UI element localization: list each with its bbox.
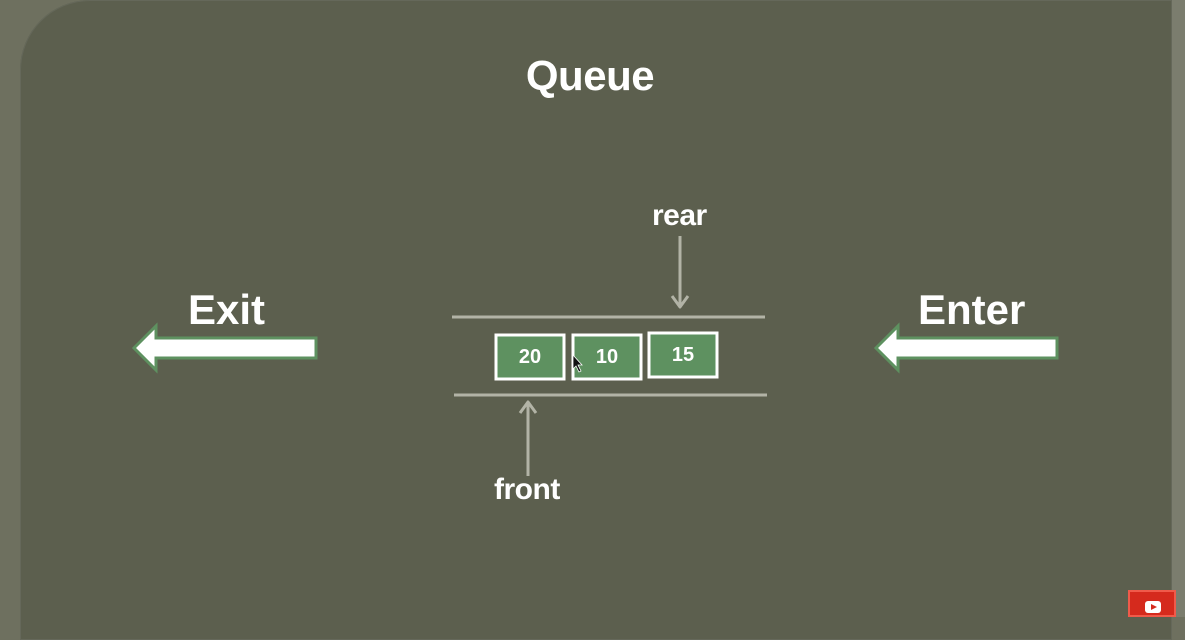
front-label: front bbox=[494, 473, 560, 506]
youtube-button[interactable] bbox=[1128, 590, 1176, 617]
queue-item-value-1: 10 bbox=[595, 346, 619, 368]
rear-label: rear bbox=[652, 199, 707, 232]
enter-arrow-icon bbox=[873, 322, 1059, 374]
exit-arrow-icon bbox=[131, 322, 318, 374]
rear-pointer-arrow bbox=[670, 236, 690, 309]
exit-label: Exit bbox=[188, 286, 266, 333]
page-title: Queue bbox=[525, 52, 655, 99]
queue-item-value-2: 15 bbox=[671, 344, 695, 366]
front-pointer-arrow bbox=[518, 400, 538, 476]
slide-panel bbox=[20, 0, 1172, 640]
mouse-cursor-icon bbox=[572, 353, 583, 373]
screen: Queue Exit Enter rear front 20 10 15 bbox=[20, 0, 1185, 640]
queue-item-value-0: 20 bbox=[518, 346, 542, 368]
queue-diagram bbox=[131, 236, 1059, 476]
queue-item-box-1 bbox=[571, 333, 643, 381]
window-edge bbox=[1172, 0, 1185, 617]
queue-item-box-2 bbox=[647, 331, 719, 379]
youtube-play-icon bbox=[1145, 601, 1161, 613]
enter-label: Enter bbox=[918, 286, 1026, 333]
queue-item-box-0 bbox=[494, 333, 566, 381]
